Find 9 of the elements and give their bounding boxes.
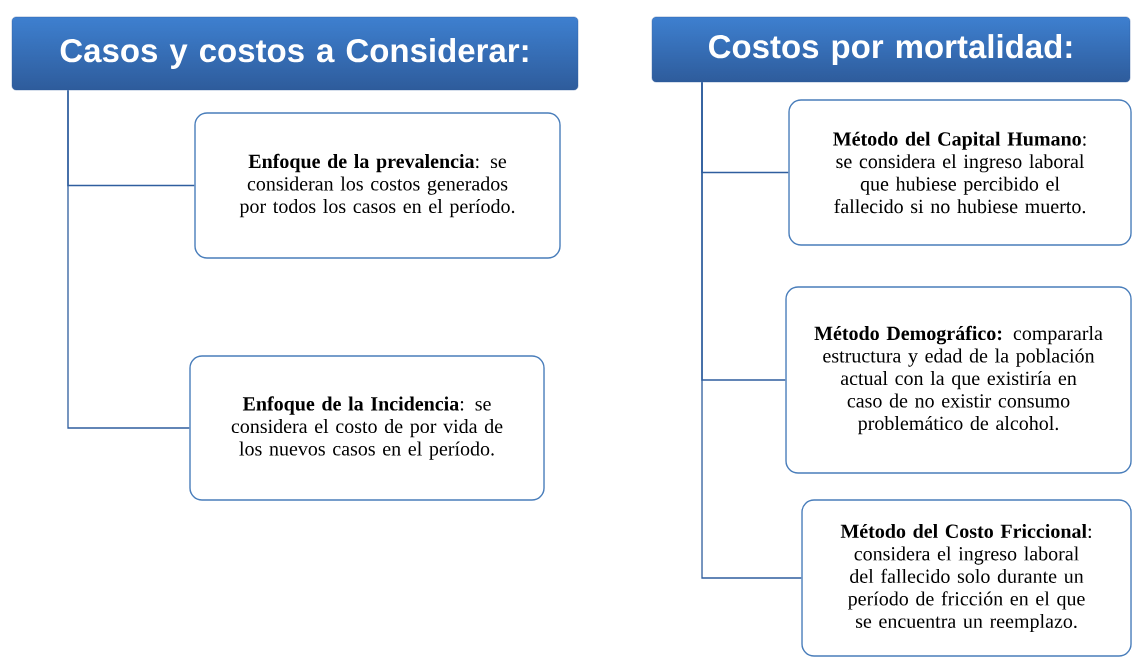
text-box: Método del Costo Friccional: considera el ingreso laboral del fallecido solo durante un período de fricción en el que se encuentra un reemplazo. xyxy=(801,499,1132,657)
text-box: Método Demográfico: compararla estructura y edad de la población actual con la que existiría en caso de no existir consumo problemático de alcohol. xyxy=(785,286,1132,474)
header-bar: Casos y costos a Considerar: xyxy=(11,16,579,91)
connector-line xyxy=(701,81,802,579)
text-box: Enfoque de la prevalencia: se consideran los costos generados por todos los casos en el período. xyxy=(194,112,561,259)
connector-line xyxy=(67,89,190,429)
text-box: Enfoque de la Incidencia: se considera el costo de por vida de los nuevos casos en el período. xyxy=(189,355,545,501)
text-box: Método del Capital Humano: se considera el ingreso laboral que hubiese percibido el fallecido si no hubiese muerto. xyxy=(788,99,1132,246)
header-bar: Costos por mortalidad: xyxy=(651,16,1131,83)
